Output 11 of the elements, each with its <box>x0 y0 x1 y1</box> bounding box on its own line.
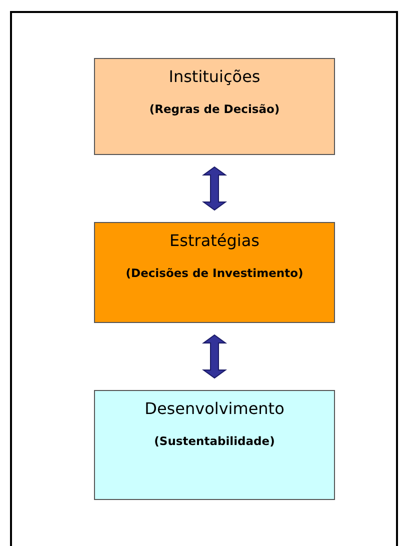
title-text: Instituições <box>168 67 260 86</box>
subtitle-text: (Regras de Decisão) <box>149 102 280 116</box>
title-text: Desenvolvimento <box>144 399 284 418</box>
title-text: Estratégias <box>170 231 260 250</box>
double-arrow <box>202 166 228 211</box>
process-box <box>94 58 335 155</box>
process-box <box>94 390 335 500</box>
subtitle-text: (Sustentabilidade) <box>154 434 275 448</box>
process-box <box>94 222 335 323</box>
double-arrow <box>202 334 228 379</box>
subtitle-text: (Decisões de Investimento) <box>126 266 304 280</box>
